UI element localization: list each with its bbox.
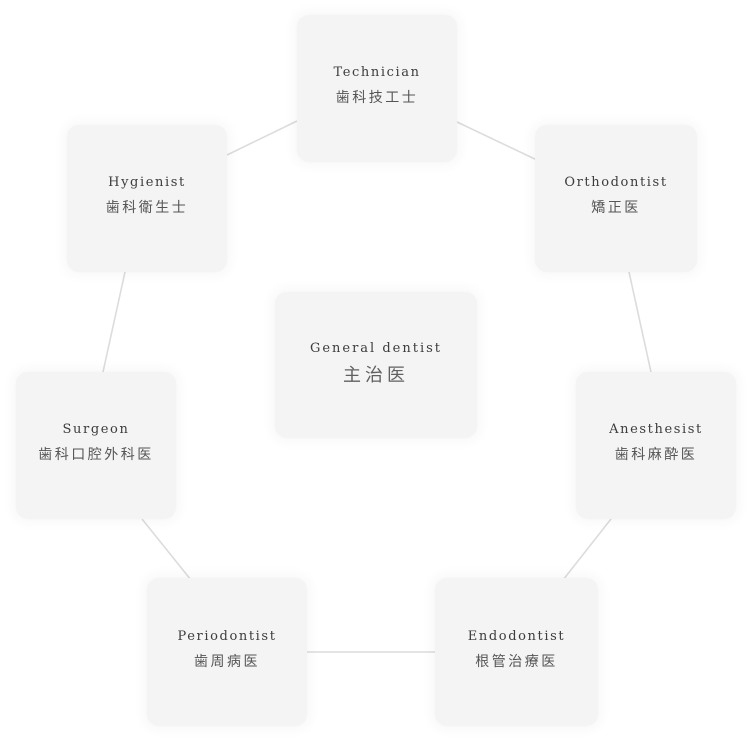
node-surgeon: Surgeon 歯科口腔外科医	[16, 372, 176, 519]
connector-anesthesist-endodontist	[562, 518, 612, 581]
node-technician: Technician 歯科技工士	[297, 15, 457, 162]
node-label-en: Periodontist	[177, 628, 277, 644]
connector-surgeon-hygienist	[102, 271, 126, 373]
node-general-dentist: General dentist 主治医	[275, 292, 477, 438]
node-label-en: Surgeon	[62, 422, 130, 437]
node-label-en: Anesthesist	[609, 422, 703, 437]
connector-hygienist-technician	[226, 120, 298, 156]
node-label-ja: 根管治療医	[475, 653, 558, 670]
node-label-ja: 矯正医	[591, 200, 641, 216]
node-label-en: Orthodontist	[564, 175, 668, 190]
node-label-ja: 歯科口腔外科医	[38, 447, 154, 463]
center-label-ja: 主治医	[343, 364, 409, 386]
node-label-en: Technician	[333, 65, 421, 80]
node-hygienist: Hygienist 歯科衛生士	[67, 125, 227, 272]
node-periodontist: Periodontist 歯周病医	[147, 578, 307, 726]
node-label-en: Hygienist	[108, 175, 186, 190]
center-label-en: General dentist	[309, 340, 443, 356]
node-label-ja: 歯科麻酔医	[614, 447, 698, 463]
connector-orthodontist-anesthesist	[628, 271, 652, 373]
node-anesthesist: Anesthesist 歯科麻酔医	[576, 372, 736, 519]
node-endodontist: Endodontist 根管治療医	[435, 578, 598, 726]
connector-periodontist-surgeon	[141, 518, 192, 581]
node-label-ja: 歯科衛生士	[105, 200, 189, 216]
node-label-ja: 歯周病医	[194, 653, 260, 670]
node-orthodontist: Orthodontist 矯正医	[535, 125, 697, 272]
connector-technician-orthodontist	[456, 121, 538, 161]
node-label-ja: 歯科技工士	[335, 90, 419, 106]
node-label-en: Endodontist	[467, 628, 566, 644]
